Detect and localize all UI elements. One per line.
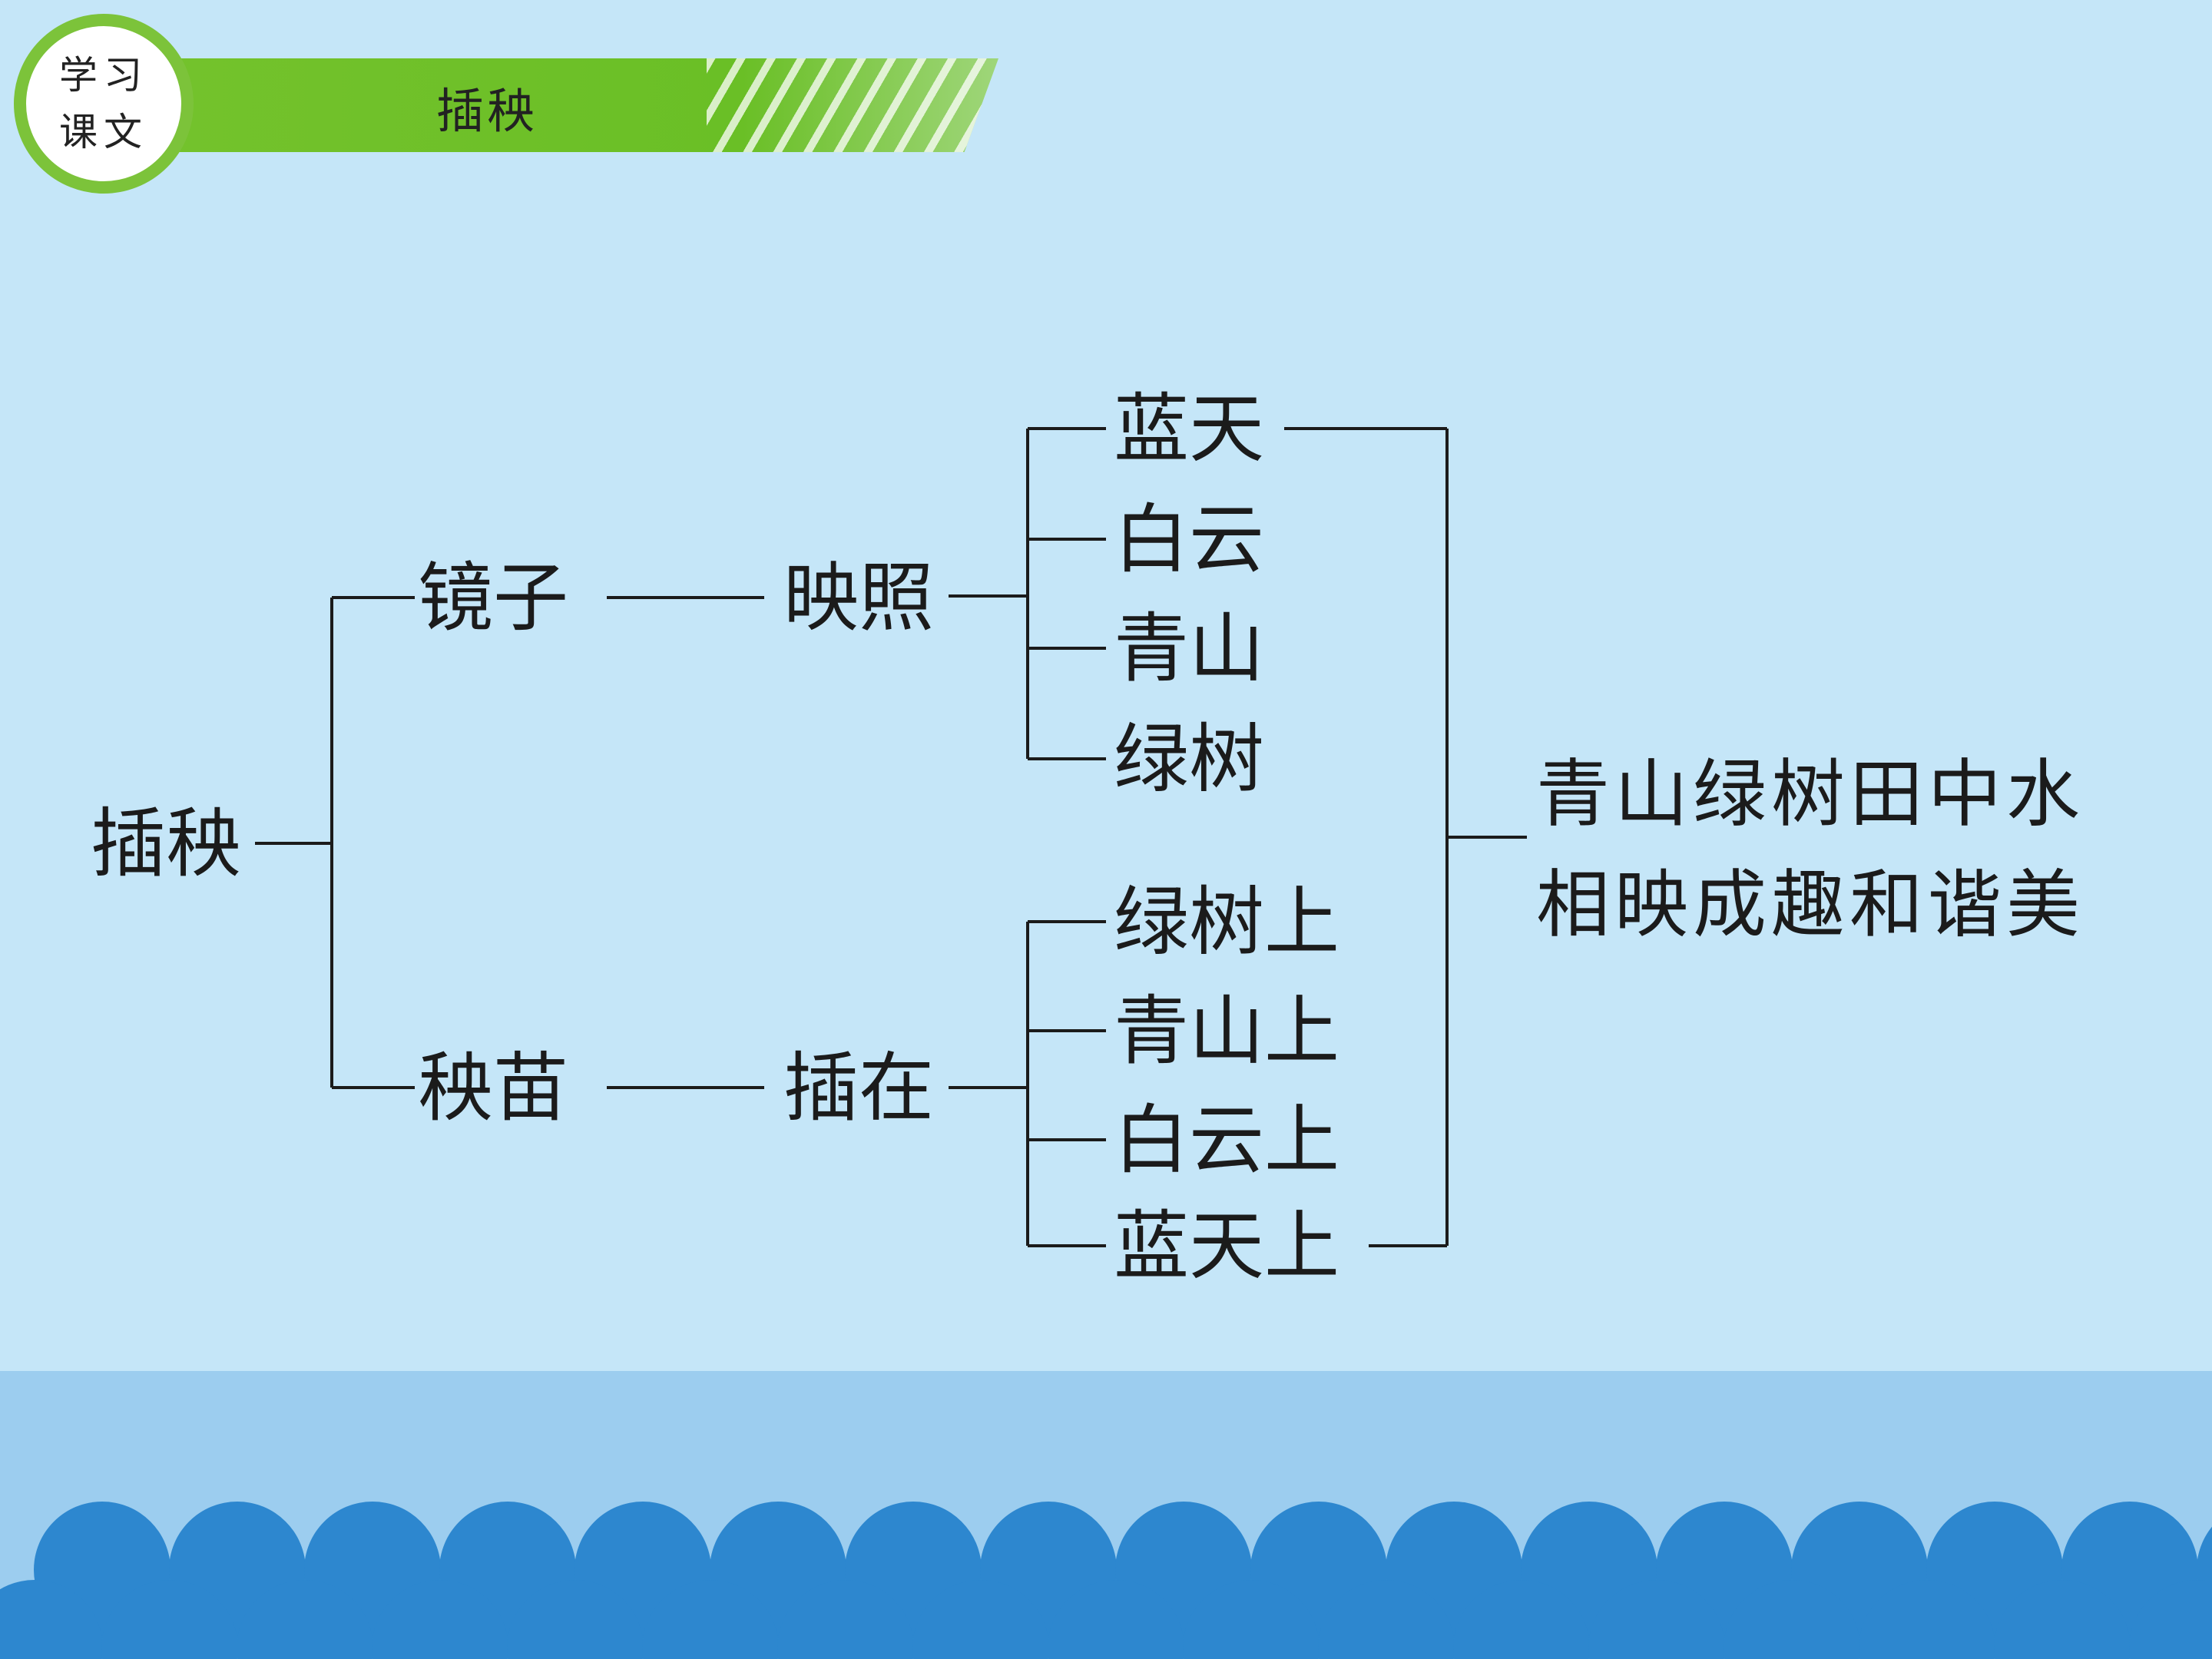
wave-scallop bbox=[101, 1580, 238, 1659]
wave-scallop bbox=[1183, 1580, 1320, 1659]
wave-scallop bbox=[2129, 1580, 2212, 1659]
plant-item: 白云上 bbox=[1114, 1097, 1340, 1184]
mirror-node: 镜子 bbox=[418, 555, 569, 642]
lesson-badge: 学习 课文 bbox=[14, 14, 194, 194]
wave-scallop bbox=[777, 1580, 914, 1659]
section-title: 插秧 bbox=[436, 83, 538, 139]
reflect-node: 映照 bbox=[783, 555, 935, 642]
reflect-item: 青山 bbox=[1114, 605, 1265, 693]
footer-waves bbox=[0, 1371, 2212, 1659]
wave-scallop bbox=[1318, 1580, 1455, 1659]
wave-scallop bbox=[372, 1580, 508, 1659]
banner-stripes bbox=[707, 58, 998, 152]
wave-scallop bbox=[642, 1580, 779, 1659]
title-banner: 插秧 bbox=[146, 58, 998, 152]
wave-scallop bbox=[912, 1580, 1049, 1659]
wave-scallop bbox=[1048, 1580, 1184, 1659]
wave-scallop bbox=[0, 1580, 103, 1659]
wave-scallop bbox=[1859, 1580, 1995, 1659]
plant-item: 青山上 bbox=[1114, 988, 1340, 1075]
wave-scallop bbox=[237, 1580, 373, 1659]
badge-line-1: 学习 bbox=[59, 53, 148, 98]
reflect-item: 绿树 bbox=[1114, 716, 1265, 803]
reflect-item: 蓝天 bbox=[1114, 386, 1265, 473]
root-node: 插秧 bbox=[91, 800, 242, 888]
wave-scallop bbox=[507, 1580, 644, 1659]
seedling-node: 秧苗 bbox=[418, 1045, 569, 1132]
conclusion: 青山绿树田中水 相映成趣和谐美 bbox=[1536, 739, 2085, 960]
wave-scallop bbox=[1453, 1580, 1590, 1659]
reflect-item: 白云 bbox=[1114, 496, 1265, 584]
badge-line-2: 课文 bbox=[59, 110, 148, 154]
conclusion-line-1: 青山绿树田中水 bbox=[1536, 751, 2085, 837]
wave-row-lower bbox=[0, 1580, 2212, 1659]
conclusion-line-2: 相映成趣和谐美 bbox=[1536, 862, 2085, 948]
plant-node: 插在 bbox=[783, 1045, 935, 1132]
wave-scallop bbox=[1724, 1580, 1860, 1659]
plant-item: 蓝天上 bbox=[1114, 1203, 1340, 1290]
wave-scallop bbox=[1588, 1580, 1725, 1659]
wave-scallop bbox=[1994, 1580, 2131, 1659]
plant-item: 绿树上 bbox=[1114, 879, 1340, 966]
